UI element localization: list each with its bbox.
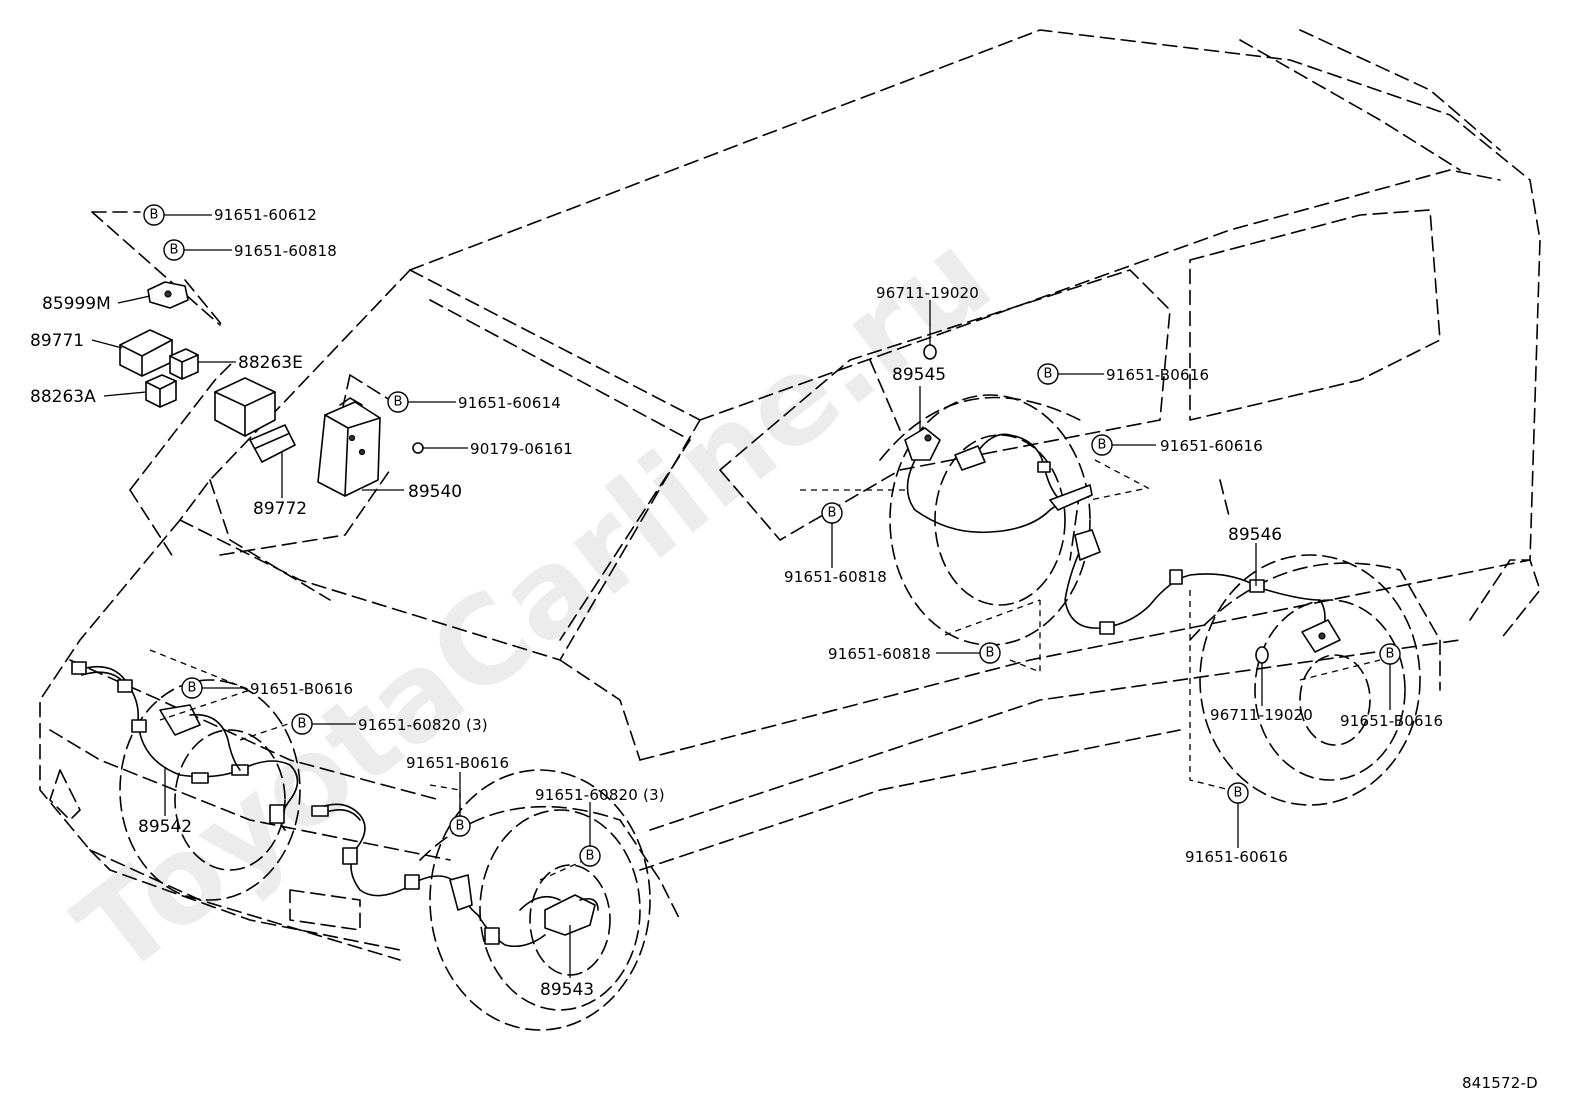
bolt-symbol-60818-b: B: [821, 502, 843, 524]
label-91651-B0616-d: 91651-B0616: [406, 754, 509, 772]
bolt-symbol-60616-b: B: [1227, 782, 1249, 804]
svg-text:B: B: [150, 208, 159, 223]
label-89771: 89771: [30, 331, 84, 351]
ecu-89540: [317, 397, 381, 497]
leader-lines: [91, 214, 1391, 978]
front-wheel-far: [119, 679, 301, 901]
label-96711-19020-b: 96711-19020: [1210, 706, 1313, 724]
label-91651-60820-b: 91651-60820 (3): [535, 786, 665, 804]
label-89546: 89546: [1228, 525, 1282, 545]
bolt-symbol-B0616-a: B: [1037, 363, 1059, 385]
label-85999M: 85999M: [42, 294, 111, 314]
relay-88263A: [145, 374, 177, 408]
svg-text:B: B: [188, 681, 197, 696]
bolt-symbol-B0616-c: B: [181, 677, 203, 699]
label-91651-B0616-b: 91651-B0616: [1340, 712, 1443, 730]
svg-text:B: B: [456, 819, 465, 834]
part-labels: 91651-60612 91651-60818 85999M 89771 882…: [30, 206, 1538, 1092]
label-91651-60818-b: 91651-60818: [784, 568, 887, 586]
label-91651-60616-b: 91651-60616: [1185, 848, 1288, 866]
label-91651-B0616-a: 91651-B0616: [1106, 366, 1209, 384]
ecu-area-boundary: [91, 211, 391, 561]
label-91651-60612: 91651-60612: [214, 206, 317, 224]
svg-text:B: B: [1044, 367, 1053, 382]
bolt-symbol-60818-a: B: [163, 239, 185, 261]
reference-lines: [149, 459, 1381, 881]
nut-90179: [412, 442, 424, 454]
front-sensor-harness-89542: [71, 661, 299, 831]
rear-wheel: [1189, 554, 1441, 806]
label-89540: 89540: [408, 482, 462, 502]
label-96711-19020-a: 96711-19020: [876, 284, 979, 302]
svg-text:B: B: [1098, 438, 1107, 453]
label-88263E: 88263E: [238, 353, 303, 373]
label-91651-60818-c: 91651-60818: [828, 645, 931, 663]
bracket-85999M: [147, 281, 189, 309]
label-91651-60818-a: 91651-60818: [234, 242, 337, 260]
front-sensor-harness-89543: [311, 803, 599, 948]
label-90179-06161: 90179-06161: [470, 440, 573, 458]
middle-wheel: [879, 394, 1091, 646]
label-89772: 89772: [253, 499, 307, 519]
label-91651-60820-a: 91651-60820 (3): [358, 716, 488, 734]
relay-89771: [119, 329, 173, 377]
svg-text:B: B: [1386, 647, 1395, 662]
svg-text:B: B: [298, 717, 307, 732]
diagram-code: 841572-D: [1462, 1074, 1538, 1092]
label-91651-60616-a: 91651-60616: [1160, 437, 1263, 455]
bolt-symbol-60614: B: [387, 391, 409, 413]
relay-88263E: [169, 348, 199, 380]
label-89542: 89542: [138, 817, 192, 837]
bolt-symbol-60818-c: B: [979, 642, 1001, 664]
bolt-symbol-60616-a: B: [1091, 434, 1113, 456]
svg-text:B: B: [170, 243, 179, 258]
relay-block-89772: [214, 377, 296, 463]
vehicle-outline: [39, 29, 1541, 961]
label-91651-60614: 91651-60614: [458, 394, 561, 412]
label-88263A: 88263A: [30, 387, 96, 407]
label-89543: 89543: [540, 980, 594, 1000]
bolt-symbol-B0616-b: B: [1379, 643, 1401, 665]
grommet-96711-b: [1255, 646, 1269, 664]
bolt-symbol-60820-a: B: [291, 713, 313, 735]
bolt-symbol-60612: B: [143, 204, 165, 226]
watermark-text: ToyotaCarline.ru: [52, 207, 1016, 1003]
svg-text:B: B: [828, 506, 837, 521]
rear-sensor-harness-89545: [904, 427, 1093, 534]
bolt-symbol-60820-b: B: [579, 845, 601, 867]
svg-text:B: B: [586, 849, 595, 864]
svg-text:B: B: [1234, 786, 1243, 801]
bolt-symbol-B0616-d: B: [449, 815, 471, 837]
label-91651-B0616-c: 91651-B0616: [250, 680, 353, 698]
rear-sensor-harness-89546: [1064, 529, 1341, 653]
svg-text:B: B: [986, 646, 995, 661]
svg-text:B: B: [394, 395, 403, 410]
grommet-96711-a: [923, 344, 937, 360]
label-89545: 89545: [892, 365, 946, 385]
